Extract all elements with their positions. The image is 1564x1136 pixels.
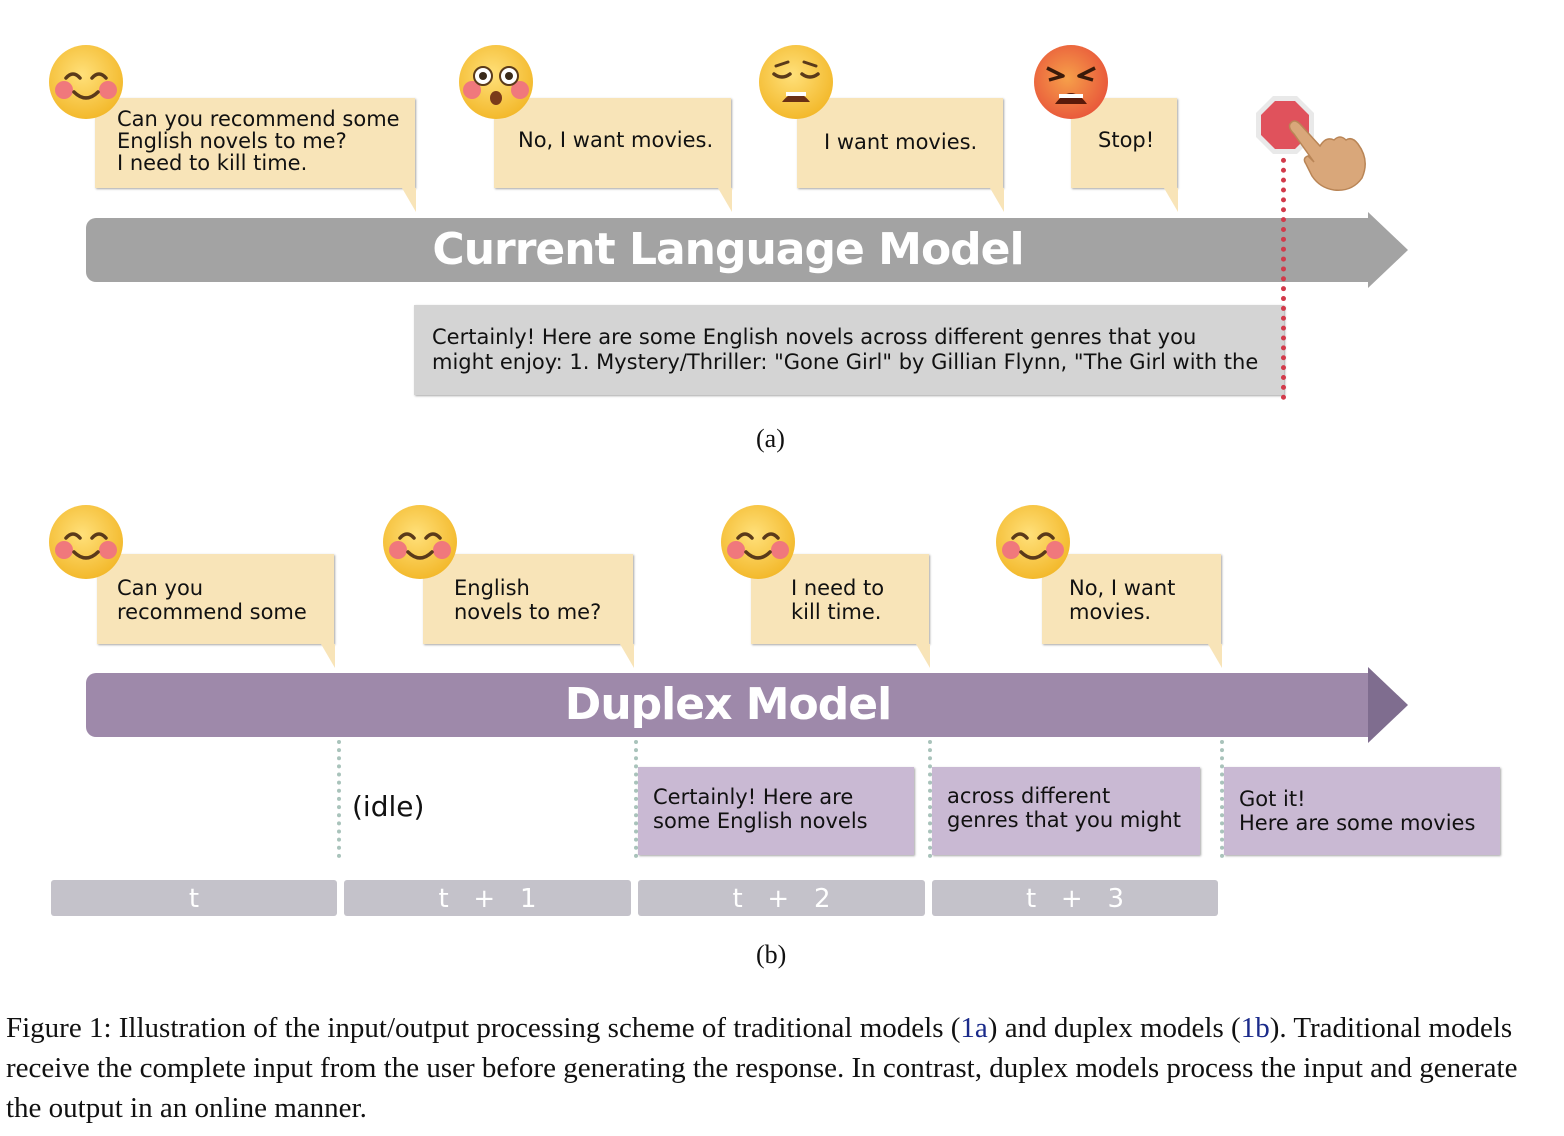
bubble-text: No, I want movies. xyxy=(1069,576,1176,624)
bubble-text: Can you recommend some English novels to… xyxy=(117,107,400,175)
figure-caption: Figure 1: Illustration of the input/outp… xyxy=(6,1008,1558,1128)
current-language-model-bar: Current Language Model xyxy=(86,218,1370,282)
bubble-text: I want movies. xyxy=(824,130,978,154)
stop-line xyxy=(1281,148,1286,400)
model-response-3: Got it! Here are some movies xyxy=(1224,767,1500,855)
ref-link-1b[interactable]: 1b xyxy=(1240,1012,1270,1044)
user-bubble-2: No, I want movies. xyxy=(494,98,732,212)
caption-suffix: ). Traditional models receive the comple… xyxy=(6,1012,1518,1124)
model-response-a: Certainly! Here are some English novels … xyxy=(414,305,1284,395)
bubble-text: No, I want movies. xyxy=(518,128,714,152)
caption-middle: ) and duplex models ( xyxy=(987,1012,1241,1044)
bubble-text: English novels to me? xyxy=(454,576,602,624)
smiling-blush-emoji xyxy=(49,45,123,119)
bar-title: Current Language Model xyxy=(432,224,1024,275)
time-slot-t-plus-2: t + 2 xyxy=(638,880,925,916)
time-slot-t-plus-1: t + 1 xyxy=(344,880,631,916)
user-bubble-3: I want movies. xyxy=(797,98,1004,212)
bubble-text: Stop! xyxy=(1098,128,1155,152)
angry-emoji xyxy=(1034,45,1108,119)
user-bubble-1: Can you recommend some xyxy=(97,554,335,668)
arrow-head-icon xyxy=(1368,212,1408,288)
bar-title: Duplex Model xyxy=(564,679,892,730)
model-response-1: Certainly! Here are some English novels xyxy=(638,767,914,855)
time-divider xyxy=(1220,740,1224,858)
smiling-blush-emoji xyxy=(996,505,1070,579)
user-bubble-1: Can you recommend some English novels to… xyxy=(95,98,416,212)
time-slot-t-plus-3: t + 3 xyxy=(932,880,1218,916)
time-divider xyxy=(928,740,932,858)
user-bubble-2: English novels to me? xyxy=(423,554,634,668)
panel-a-label: (a) xyxy=(756,424,785,453)
model-response-2: across different genres that you might xyxy=(932,767,1200,855)
idle-label: (idle) xyxy=(352,790,425,823)
smiling-blush-emoji xyxy=(721,505,795,579)
user-bubble-4: Stop! xyxy=(1071,98,1178,212)
surprised-emoji xyxy=(459,45,533,119)
arrow-head-icon xyxy=(1368,667,1408,743)
stop-sign-hand-icon xyxy=(1256,96,1366,191)
duplex-model-bar: Duplex Model xyxy=(86,673,1370,737)
time-slot-t: t xyxy=(51,880,337,916)
time-divider xyxy=(337,740,341,858)
caption-prefix: Figure 1: Illustration of the input/outp… xyxy=(6,1012,961,1044)
smiling-blush-emoji xyxy=(49,505,123,579)
time-divider xyxy=(634,740,638,858)
ref-link-1a[interactable]: 1a xyxy=(960,1012,988,1044)
weary-emoji xyxy=(759,45,833,119)
bubble-text: I need to kill time. xyxy=(791,576,885,624)
smiling-blush-emoji xyxy=(383,505,457,579)
user-bubble-4: No, I want movies. xyxy=(1042,554,1222,668)
panel-b-label: (b) xyxy=(756,940,787,969)
bubble-text: Can you recommend some xyxy=(117,576,307,624)
